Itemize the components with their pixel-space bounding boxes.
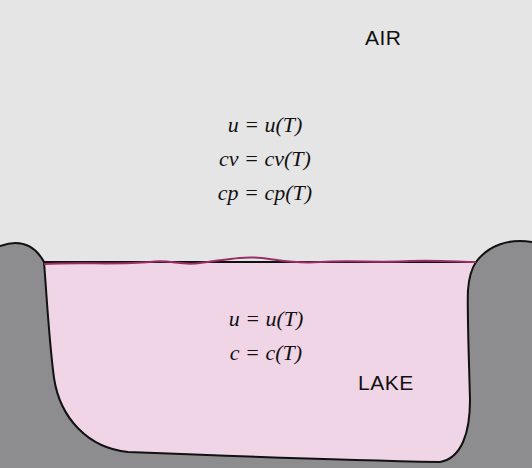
terrain	[0, 241, 532, 468]
property-equation: c = c(T)	[230, 340, 302, 366]
property-equation: cv = cv(T)	[219, 146, 311, 172]
water-surface	[44, 257, 476, 264]
air-region: AIR u = u(T) cv = cv(T) cp = cp(T)	[0, 0, 532, 246]
property-equation: u = u(T)	[228, 112, 303, 138]
terrain-edge	[0, 243, 44, 262]
region-name: LAKE	[358, 371, 414, 395]
lake-basin	[44, 262, 476, 462]
property-equation: cp = cp(T)	[218, 180, 312, 206]
terrain-edge	[476, 241, 532, 262]
lake-region: u = u(T) c = c(T) LAKE	[44, 264, 476, 462]
region-name: AIR	[365, 26, 402, 50]
property-equation: u = u(T)	[229, 306, 304, 332]
